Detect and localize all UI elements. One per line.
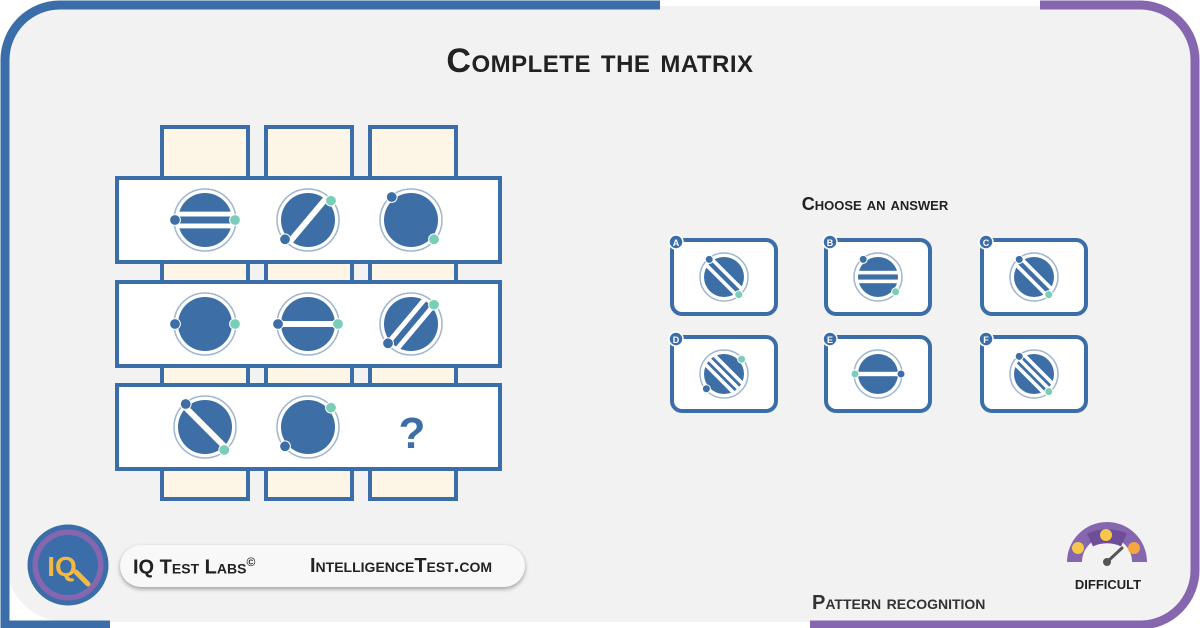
- page-title: Complete the matrix: [446, 42, 754, 80]
- answer-option-symbol: [853, 252, 903, 302]
- difficulty-gauge: [1067, 522, 1147, 566]
- logo-text: IQ: [47, 551, 77, 582]
- answer-option-symbol: [699, 349, 749, 399]
- matrix-cell-r3c1: [173, 395, 237, 459]
- choose-answer-heading: Choose an answer: [801, 194, 949, 214]
- answer-option-symbol: [850, 349, 906, 399]
- hard-face-icon: [1128, 542, 1140, 554]
- answer-option-badge: [978, 331, 994, 347]
- answer-option-f[interactable]: F: [978, 331, 1088, 413]
- matrix-cell-r1c2: [276, 188, 340, 252]
- matrix-cell-r3c2: [276, 395, 340, 459]
- copyright-mark: ©: [246, 555, 256, 569]
- answer-option-badge: [822, 234, 838, 250]
- answer-option-label: D: [673, 335, 680, 345]
- matrix-cell-r2c3: [379, 292, 443, 356]
- medium-face-icon: [1100, 529, 1112, 541]
- matrix-symbols: [169, 188, 443, 459]
- answer-option-c[interactable]: C: [978, 234, 1088, 316]
- answer-option-d[interactable]: D: [668, 331, 778, 413]
- answer-options: A B C D E F: [668, 234, 1088, 413]
- brand-name: IQ Test Labs©: [133, 555, 255, 580]
- difficulty-label: DIFFICULT: [1074, 577, 1142, 592]
- answer-option-label: F: [983, 335, 989, 345]
- easy-face-icon: [1072, 542, 1084, 554]
- answer-option-symbol: [1009, 252, 1059, 302]
- brand-name-text: IQ Test Labs: [133, 556, 247, 579]
- answer-option-symbol: [1009, 349, 1059, 399]
- missing-cell-question-mark: ?: [399, 409, 426, 458]
- answer-option-badge: [668, 234, 684, 250]
- answer-option-symbol: [699, 252, 749, 302]
- answer-option-a[interactable]: A: [668, 234, 778, 316]
- iq-logo: IQ: [27, 524, 109, 606]
- answer-option-label: B: [827, 238, 834, 248]
- brand-pill: [120, 545, 525, 587]
- answer-option-e[interactable]: E: [822, 331, 932, 413]
- magnifier-icon: [73, 569, 91, 587]
- answer-option-badge: [978, 234, 994, 250]
- frame-border-blue-bottom: [0, 595, 110, 628]
- brand-site-link[interactable]: IntelligenceTest.com: [310, 555, 492, 577]
- answer-option-label: E: [827, 335, 833, 345]
- matrix-cell-r2c2: [272, 292, 344, 356]
- answer-option-b[interactable]: B: [822, 234, 932, 316]
- answer-option-label: C: [983, 238, 990, 248]
- matrix-cell-r2c1: [169, 292, 241, 356]
- frame-border-blue: [0, 0, 660, 628]
- answer-option-label: A: [673, 238, 680, 248]
- matrix-cell-r1c3: [379, 188, 443, 252]
- answer-option-badge: [668, 331, 684, 347]
- frame-border-purple: [810, 0, 1200, 628]
- answer-option-badge: [822, 331, 838, 347]
- matrix-cell-r1c1: [169, 188, 241, 252]
- category-label: Pattern recognition: [812, 592, 986, 614]
